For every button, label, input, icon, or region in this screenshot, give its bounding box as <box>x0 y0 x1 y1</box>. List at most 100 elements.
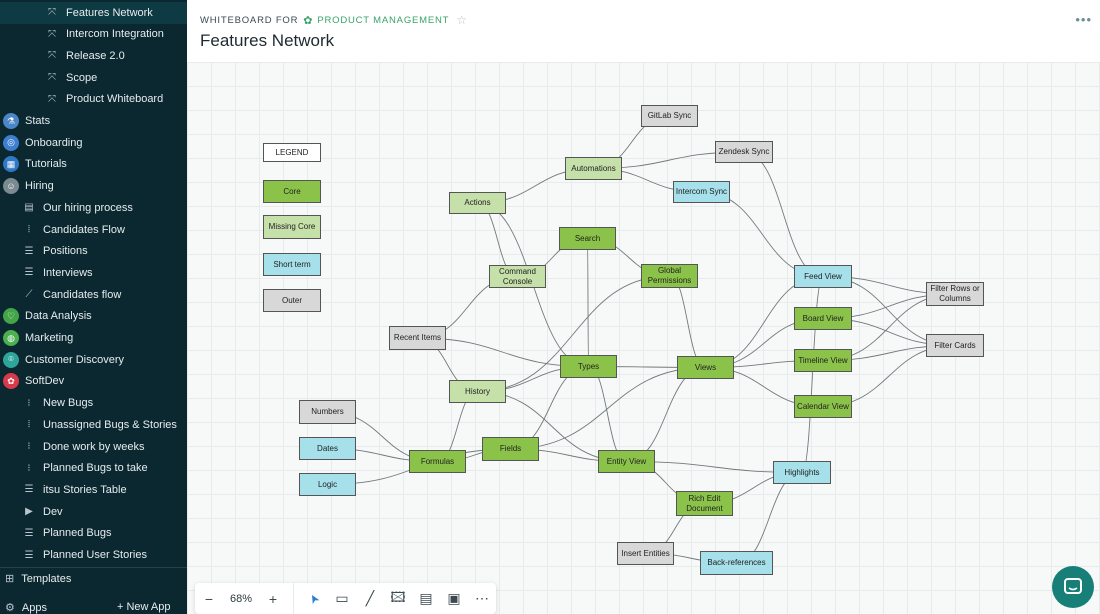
favorite-star-icon[interactable]: ☆ <box>456 13 468 27</box>
diagram-node-board[interactable]: Board View <box>794 307 852 330</box>
card-tool-icon[interactable]: ▣ <box>447 590 461 606</box>
softdev-icon: ✿ <box>3 373 19 390</box>
zoom-in-button[interactable]: + <box>268 590 278 607</box>
sidebar-item[interactable]: ⁝Planned Bugs to take <box>22 458 147 479</box>
diagram-node-automations[interactable]: Automations <box>565 157 622 180</box>
sidebar-item-label: Customer Discovery <box>25 353 125 366</box>
diagram-node-entity[interactable]: Entity View <box>598 450 655 473</box>
diagram-node-actions[interactable]: Actions <box>449 192 506 214</box>
sidebar-item-label: Candidates Flow <box>43 223 125 236</box>
whiteboard-icon: ⤧ <box>48 72 56 84</box>
grid-icon: ⁝ <box>27 441 31 452</box>
diagram-node-dates[interactable]: Dates <box>299 437 356 460</box>
caret-right-icon: ▶ <box>25 506 33 518</box>
canvas-toolbar: − 68% + ➤▭╱🖾▤▣⋯ <box>195 583 496 614</box>
sidebar-item[interactable]: ⁝New Bugs <box>22 393 93 414</box>
diagram-node-calendar[interactable]: Calendar View <box>794 395 852 418</box>
table-icon: ☰ <box>24 484 34 496</box>
line-tool-icon[interactable]: ╱ <box>365 590 375 606</box>
diagram-node-richedit[interactable]: Rich Edit Document <box>676 491 733 516</box>
diagram-node-filterrows[interactable]: Filter Rows or Columns <box>926 282 984 306</box>
diagram-node-zendesk[interactable]: Zendesk Sync <box>715 141 773 163</box>
diagram-node-formulas[interactable]: Formulas <box>409 450 466 473</box>
new-app-button[interactable]: + New App <box>117 601 171 613</box>
sidebar-item[interactable]: ⚗Stats <box>3 111 50 132</box>
sidebar-item[interactable]: ♡ Data Analysis <box>3 306 92 327</box>
templates-link[interactable]: ⊞ Templates <box>5 572 71 586</box>
diagram-node-types[interactable]: Types <box>560 355 617 378</box>
diagram-node-filtercards[interactable]: Filter Cards <box>926 334 984 357</box>
sidebar-item[interactable]: ⤧Product Whiteboard <box>45 89 163 110</box>
grid-icon: ⁝ <box>27 462 31 474</box>
customer-discovery-icon: ⌾ <box>3 351 19 368</box>
legend-title: LEGEND <box>263 143 321 162</box>
sidebar-item[interactable]: ⌾ Customer Discovery <box>3 349 124 370</box>
sidebar-item[interactable]: ▶Dev <box>22 501 62 522</box>
sidebar-item[interactable]: ☰Interviews <box>22 262 93 283</box>
sidebar-item[interactable]: ☰Planned Bugs <box>22 523 112 544</box>
diagram-node-logic[interactable]: Logic <box>299 473 356 496</box>
app-link-icon: ✿ <box>303 14 314 27</box>
new-app-label: + New App <box>117 601 171 613</box>
sidebar-item[interactable]: ⦙ Candidates Flow <box>22 219 125 240</box>
sidebar-item[interactable]: ⦙Unassigned Bugs & Stories <box>22 414 177 435</box>
diagram-node-history[interactable]: History <box>449 380 506 403</box>
image-tool-icon[interactable]: 🖾 <box>390 588 406 605</box>
diagram-node-global[interactable]: Global Permissions <box>641 264 698 288</box>
text-block-tool-icon[interactable]: ▤ <box>419 590 433 606</box>
more-options-icon[interactable]: ••• <box>1075 12 1092 27</box>
sidebar-item[interactable]: ⁝ Done work by weeks <box>22 436 145 457</box>
whiteboard-icon: ⤧ <box>48 7 56 18</box>
zoom-level: 68% <box>229 592 253 605</box>
sidebar-item[interactable]: ⟋Candidates flow <box>22 284 122 305</box>
diagram-node-backrefs[interactable]: Back-references <box>700 551 773 575</box>
sidebar-item[interactable]: ▤Our hiring process <box>22 197 133 218</box>
diagram-node-command[interactable]: Command Console <box>489 265 546 288</box>
zoom-out-button[interactable]: − <box>204 590 214 607</box>
diagram-node-numbers[interactable]: Numbers <box>299 400 356 424</box>
whiteboard-icon: ⤧ <box>48 93 56 105</box>
sidebar-item[interactable]: ▦Tutorials <box>3 154 67 175</box>
sidebar-item-label: Done work by weeks <box>43 440 145 453</box>
apps-link[interactable]: ⚙ Apps <box>5 601 47 614</box>
sidebar-item-label: itsu Stories Table <box>43 483 127 496</box>
sidebar-item-label: Release 2.0 <box>66 49 125 62</box>
toolbar-divider <box>293 583 294 614</box>
diagram-node-insert[interactable]: Insert Entities <box>617 542 674 565</box>
diagram-node-feed[interactable]: Feed View <box>794 265 852 288</box>
rectangle-tool-icon[interactable]: ▭ <box>335 590 349 606</box>
board-icon: ⦙ <box>27 224 31 235</box>
sidebar-item[interactable]: ◍Marketing <box>3 328 73 349</box>
sidebar-item-label: Marketing <box>25 332 74 344</box>
sidebar-item[interactable]: ⤧Release 2.0 <box>45 45 125 66</box>
sidebar-item-label: SoftDev <box>25 375 65 388</box>
breadcrumb-app-link[interactable]: PRODUCT MANAGEMENT <box>317 14 450 26</box>
diagram-node-fields[interactable]: Fields <box>482 437 539 461</box>
tool-group: ➤▭╱🖾▤▣⋯ <box>300 585 496 613</box>
sidebar-item[interactable]: ☰Positions <box>22 241 88 262</box>
sidebar-item[interactable]: ◎Onboarding <box>3 132 83 153</box>
sidebar-item[interactable]: ⤧Scope <box>45 67 97 88</box>
diagram-node-views[interactable]: Views <box>677 356 734 379</box>
diagram-node-highlights[interactable]: Highlights <box>773 461 831 484</box>
diagram-node-recent[interactable]: Recent Items <box>389 326 446 350</box>
sidebar-item-label: Data Analysis <box>25 310 92 323</box>
sidebar-item[interactable]: ⤧Features Network••• <box>45 2 187 23</box>
legend-item: Core <box>263 180 321 203</box>
diagram-node-timeline[interactable]: Timeline View <box>794 349 852 372</box>
sidebar-item[interactable]: ⤧Intercom Integration <box>45 24 164 45</box>
sidebar-item[interactable]: ☺Hiring <box>3 176 54 197</box>
chat-button[interactable] <box>1052 566 1094 608</box>
sidebar-item[interactable]: ☰ itsu Stories Table <box>22 479 127 500</box>
sidebar-item[interactable]: ☰Planned User Stories <box>22 545 147 566</box>
onboarding-icon: ◎ <box>3 134 19 151</box>
table-icon: ☰ <box>24 245 34 257</box>
data-analysis-icon: ♡ <box>3 308 19 325</box>
diagram-node-search[interactable]: Search <box>559 227 616 250</box>
legend-item: Missing Core <box>263 215 321 239</box>
more-tools-icon[interactable]: ⋯ <box>475 590 489 606</box>
diagram-node-gitlab[interactable]: GitLab Sync <box>641 105 698 127</box>
diagram-node-intercom[interactable]: Intercom Sync <box>673 181 730 203</box>
sidebar-item[interactable]: ✿ SoftDev <box>3 371 64 392</box>
